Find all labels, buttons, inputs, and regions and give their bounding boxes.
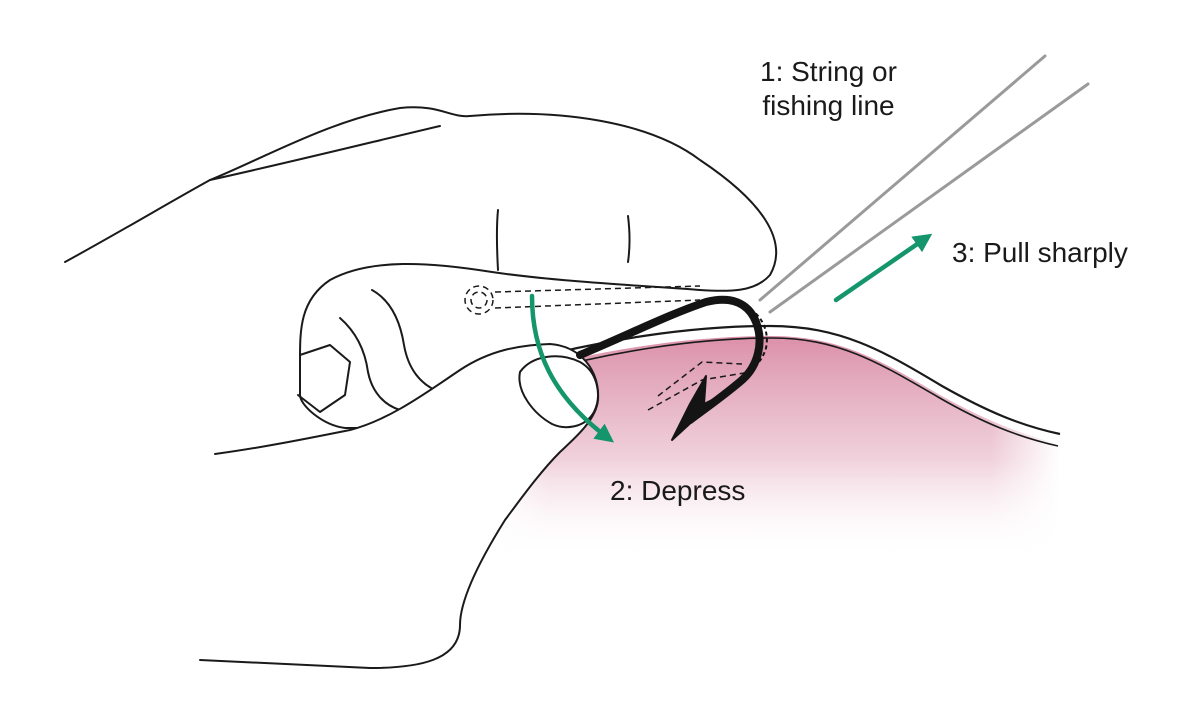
label-depress: 2: Depress (610, 475, 746, 506)
label-line-1: 1: String or (760, 56, 897, 87)
skin-inner-edge (529, 337, 1059, 447)
label-line-2: fishing line (762, 90, 895, 121)
curved-arrow-icon (529, 293, 615, 443)
fishhook-icon (576, 295, 768, 441)
fishing-line (758, 54, 1090, 314)
finger-segment (371, 289, 441, 393)
finger-crease (209, 125, 441, 181)
skin-surface (480, 324, 1061, 570)
label-string-or-fishing-line: 1: String or fishing line (760, 55, 897, 123)
hidden-hook-path (464, 285, 751, 411)
finger-segment (339, 317, 401, 411)
hook-barb (671, 375, 721, 441)
hook-eye (743, 305, 768, 375)
finger-segment (297, 344, 351, 413)
finger-crease (495, 209, 499, 271)
index-finger (64, 106, 778, 429)
skin-outer-edge (519, 324, 1061, 436)
hook-shank (576, 295, 764, 424)
arrow-icon (833, 233, 933, 303)
label-pull-sharply: 3: Pull sharply (952, 237, 1128, 268)
finger-crease (627, 215, 631, 263)
